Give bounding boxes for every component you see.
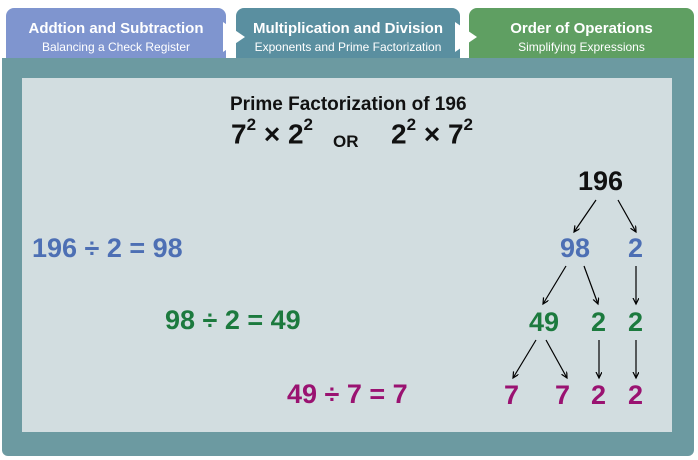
- tree-arrow: [545, 339, 567, 378]
- base: 2: [391, 118, 407, 150]
- tree-arrow: [617, 199, 636, 232]
- chevron-right-icon: [223, 22, 245, 52]
- tab-subtitle: Exponents and Prime Factorization: [254, 40, 442, 54]
- tab-bar: Addtion and Subtraction Balancing a Chec…: [0, 0, 698, 62]
- exponent: 2: [406, 115, 417, 134]
- base: 7: [231, 118, 247, 150]
- tab-addition-subtraction[interactable]: Addtion and Subtraction Balancing a Chec…: [6, 8, 226, 58]
- tab-subtitle: Simplifying Expressions: [518, 40, 645, 54]
- division-step-3: 49 ÷ 7 = 7: [287, 379, 408, 409]
- division-step-2: 98 ÷ 2 = 49: [165, 305, 301, 335]
- operator: ×: [423, 118, 441, 150]
- base: 2: [287, 118, 304, 150]
- base: 7: [447, 118, 464, 150]
- operator: ×: [263, 118, 281, 150]
- tree-node: 49: [529, 307, 560, 337]
- tree-arrow: [513, 339, 537, 378]
- tree-node-root: 196: [578, 166, 624, 196]
- tree-arrow: [574, 199, 597, 232]
- chevron-right-icon: [455, 22, 477, 52]
- tree-node: 2: [591, 307, 607, 337]
- exponent: 2: [303, 115, 314, 134]
- tree-node: 2: [628, 307, 644, 337]
- tab-title: Multiplication and Division: [252, 20, 443, 37]
- tree-node: 98: [560, 233, 591, 263]
- page-title: Prime Factorization of 196: [230, 94, 467, 115]
- exponent: 2: [463, 115, 474, 134]
- tree-arrow: [583, 265, 598, 304]
- tree-arrow: [543, 265, 567, 304]
- tree-node: 7: [504, 380, 520, 410]
- division-step-1: 196 ÷ 2 = 98: [32, 233, 183, 263]
- exponent: 2: [246, 115, 257, 134]
- expression-left: 72 × 22: [231, 115, 314, 150]
- tree-node: 2: [591, 380, 607, 410]
- tab-subtitle: Balancing a Check Register: [41, 40, 191, 54]
- tab-title: Order of Operations: [510, 20, 653, 37]
- expression-right: 22 × 72: [391, 115, 474, 150]
- tree-node: 2: [628, 380, 644, 410]
- tree-node: 2: [628, 233, 644, 263]
- or-label: OR: [333, 132, 359, 151]
- tree-node: 7: [555, 380, 571, 410]
- tab-title: Addtion and Subtraction: [28, 20, 204, 37]
- tab-order-of-operations[interactable]: Order of Operations Simplifying Expressi…: [469, 8, 694, 58]
- tab-multiplication-division[interactable]: Multiplication and Division Exponents an…: [236, 8, 460, 58]
